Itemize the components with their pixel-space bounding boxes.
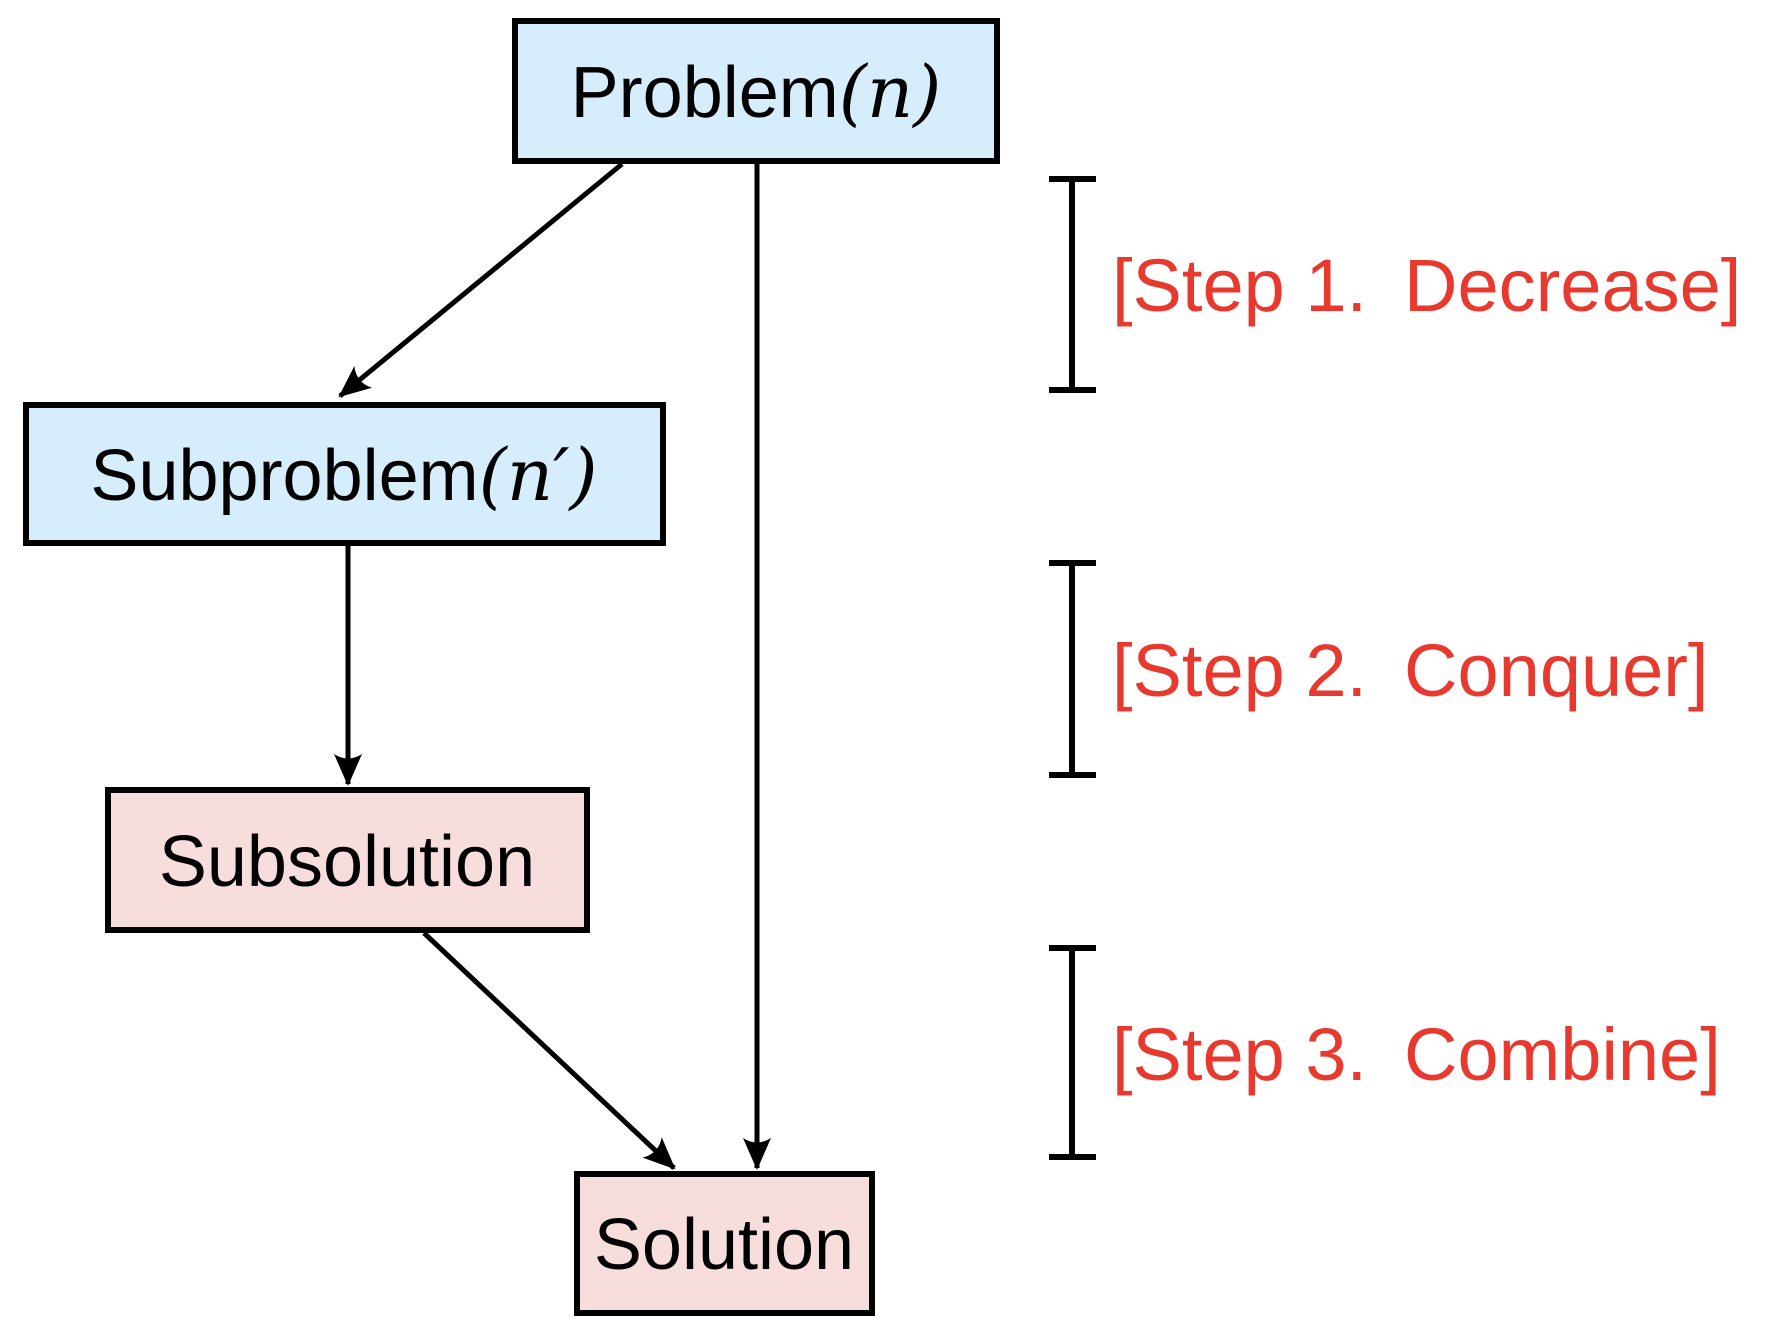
node-solution-label: Solution: [594, 1205, 854, 1285]
step-3-label: [Step 3. Combine]: [1112, 1013, 1721, 1096]
node-subsolution-label: Subsolution: [159, 822, 535, 902]
node-problem: Problem(n): [512, 18, 1000, 164]
node-problem-box: [512, 18, 1000, 164]
node-subproblem-box: [23, 402, 666, 546]
node-solution-box: [574, 1171, 875, 1316]
node-subsolution: Subsolution: [105, 787, 590, 933]
bracket-step-2: [1049, 560, 1096, 778]
node-subproblem-label: Subproblem(n′): [90, 433, 597, 517]
bracket-step-1: [1049, 176, 1096, 393]
bracket-step-3: [1049, 945, 1096, 1160]
arrow-subsolution-to-solution: [422, 931, 676, 1170]
node-problem-label: Problem(n): [571, 50, 942, 134]
node-solution: Solution: [574, 1171, 875, 1316]
step-2-label: [Step 2. Conquer]: [1112, 629, 1708, 712]
arrow-problem-to-subproblem: [338, 162, 624, 398]
node-subsolution-box: [105, 787, 590, 933]
node-subproblem: Subproblem(n′): [23, 402, 666, 546]
step-1-label: [Step 1. Decrease]: [1112, 244, 1741, 327]
